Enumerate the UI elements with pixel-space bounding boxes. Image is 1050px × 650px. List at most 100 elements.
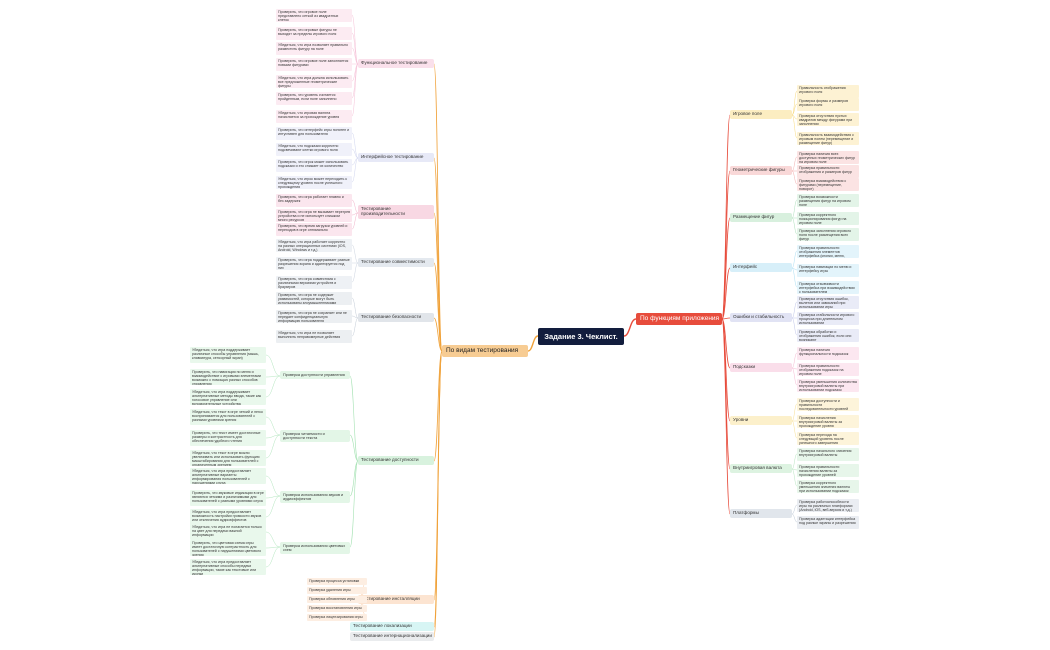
app-function-node[interactable]: Внутриигровая валюта <box>730 464 792 473</box>
connector <box>351 63 359 117</box>
app-function-node[interactable]: Уровни <box>730 416 792 425</box>
checklist-item[interactable]: Проверка заполнения игрового поля после … <box>797 227 859 241</box>
app-function-node[interactable]: Геометрические фигуры <box>730 166 792 175</box>
checklist-item[interactable]: Проверить, что игра поддерживает разные … <box>276 256 352 270</box>
checklist-item[interactable]: Проверка обработки и отображения ошибок,… <box>797 328 859 342</box>
checklist-item[interactable]: Проверить, что уровень считается пройден… <box>276 91 352 105</box>
checklist-item[interactable]: Правильность взаимодействия с игровым по… <box>797 131 859 145</box>
checklist-item[interactable]: Убедиться, что игра позволяет правильно … <box>276 41 352 55</box>
checklist-item[interactable]: Проверка стабильности игрового процесса … <box>797 311 859 325</box>
checklist-item[interactable]: Проверка отзывчивости интерфейса при вза… <box>797 280 859 294</box>
checklist-item[interactable]: Проверка возможности размещения фигур на… <box>797 193 859 207</box>
app-function-node[interactable]: Платформы <box>730 509 792 518</box>
checklist-item[interactable]: Проверка отсутствия пустых квадратов меж… <box>797 112 859 126</box>
checklist-item[interactable]: Проверка начального значения внутриигров… <box>797 447 859 461</box>
checklist-item[interactable]: Проверка отсутствия ошибок, вылетов или … <box>797 295 859 309</box>
connector <box>351 212 359 230</box>
checklist-item[interactable]: Проверка обновления игры <box>307 595 367 603</box>
checklist-item[interactable]: Проверить, что текст имеет достаточные р… <box>190 430 266 446</box>
checklist-item[interactable]: Убедиться, что текст в игре можно увелич… <box>190 450 266 466</box>
checklist-item[interactable]: Убедиться, что игрок может переходить к … <box>276 175 352 189</box>
checklist-item[interactable]: Проверка уменьшения количества внутриигр… <box>797 378 859 392</box>
testing-type-node[interactable]: Тестирование доступности <box>358 456 434 465</box>
checklist-item[interactable]: Проверить, что игра работает плавно и бе… <box>276 193 352 207</box>
checklist-item[interactable]: Проверка правильности начисления валюты … <box>797 463 859 477</box>
accessibility-subgroup[interactable]: Проверка читаемости и доступности текста <box>280 430 350 442</box>
checklist-item[interactable]: Убедиться, что игра поддерживает различн… <box>190 347 266 363</box>
checklist-item[interactable]: Убедиться, что игра работает корректно н… <box>276 238 352 252</box>
accessibility-subgroup[interactable]: Проверка использования цветовых схем <box>280 542 350 554</box>
connector <box>721 318 731 369</box>
testing-type-node[interactable]: Тестирование производительности <box>358 205 434 219</box>
checklist-item[interactable]: Убедиться, что игра должна использовать … <box>276 74 352 88</box>
testing-type-node[interactable]: Тестирование инсталляции <box>358 595 434 604</box>
checklist-item[interactable]: Проверка начисления внутриигровой валюты… <box>797 414 859 428</box>
checklist-item[interactable]: Убедиться, что подсказки корректно подсв… <box>276 142 352 156</box>
checklist-item[interactable]: Проверка перехода на следующий уровень п… <box>797 431 859 445</box>
connector <box>721 318 731 470</box>
connector <box>791 114 798 139</box>
checklist-item[interactable]: Проверить, что интерфейс игры понятен и … <box>276 126 352 140</box>
app-function-node[interactable]: Подсказки <box>730 363 792 372</box>
app-function-node[interactable]: Интерфейс <box>730 263 792 272</box>
checklist-item[interactable]: Убедиться, что игра поддерживает альтерн… <box>190 389 266 405</box>
testing-type-node[interactable]: Тестирование локализации <box>350 622 434 631</box>
checklist-item[interactable]: Проверка корректного позиционирования фи… <box>797 211 859 225</box>
app-function-node[interactable]: Игровое поле <box>730 110 792 119</box>
checklist-item[interactable]: Проверка навигации по меню и интерфейсу … <box>797 263 859 277</box>
checklist-item[interactable]: Проверить, что цветовая схема игры имеет… <box>190 540 266 556</box>
app-function-node[interactable]: Размещение фигур <box>730 213 792 222</box>
mindmap-root[interactable]: Задание 3. Чеклист. <box>538 328 624 345</box>
checklist-item[interactable]: Правильность отображения игрового поля <box>797 84 859 98</box>
testing-type-node[interactable]: Тестирование интернационализации <box>350 632 434 641</box>
testing-type-node[interactable]: Интерфейсное тестирование <box>358 153 434 162</box>
checklist-item[interactable]: Проверить, что игра не содержит уязвимос… <box>276 291 352 305</box>
testing-type-node[interactable]: Тестирование совместимости <box>358 258 434 267</box>
checklist-item[interactable]: Проверка удаления игры <box>307 586 367 594</box>
checklist-item[interactable]: Проверить, что игра не сохраняет или не … <box>276 309 352 323</box>
connector <box>265 495 281 499</box>
checklist-item[interactable]: Убедиться, что игра не позволяет выполни… <box>276 329 352 343</box>
checklist-item[interactable]: Проверка наличия функциональности подска… <box>797 346 859 360</box>
checklist-item[interactable]: Убедиться, что игра предоставляет альтер… <box>190 559 266 575</box>
app-function-node[interactable]: Ошибки и стабильность <box>730 313 792 322</box>
checklist-item[interactable]: Проверка взаимодействия с фигурами (пере… <box>797 177 859 191</box>
testing-type-node[interactable]: Тестирование безопасности <box>358 313 434 322</box>
checklist-item[interactable]: Проверка процесса установки <box>307 577 367 585</box>
checklist-item[interactable]: Проверить, что игровое поле заполняется … <box>276 57 352 71</box>
checklist-item[interactable]: Проверить, что время загрузки уровней и … <box>276 222 352 236</box>
checklist-item[interactable]: Проверить, что игра не вызывает перегрев… <box>276 208 352 222</box>
checklist-item[interactable]: Убедиться, что текст в игре четкий и лег… <box>190 409 266 425</box>
connector <box>791 317 798 336</box>
checklist-item[interactable]: Проверка доступности и правильности посл… <box>797 397 859 411</box>
checklist-item[interactable]: Проверить, что навигация по меню и взаим… <box>190 369 266 385</box>
branch-by-testing-types[interactable]: По видам тестирования <box>442 345 528 357</box>
checklist-item[interactable]: Проверить, что игровые фигуры не выходят… <box>276 26 352 40</box>
accessibility-subgroup[interactable]: Проверка использования звуков и аудиоэфф… <box>280 491 350 503</box>
checklist-item[interactable]: Проверка правильности отображения и разм… <box>797 164 859 178</box>
connector <box>351 157 359 183</box>
checklist-item[interactable]: Проверка корректного уменьшения значения… <box>797 479 859 493</box>
checklist-item[interactable]: Проверка наличия всех доступных геометри… <box>797 150 859 164</box>
checklist-item[interactable]: Убедиться, что игровая валюта начисляетс… <box>276 109 352 123</box>
checklist-item[interactable]: Проверить, что игрок может использовать … <box>276 158 352 172</box>
checklist-item[interactable]: Проверка правильности отображения подска… <box>797 362 859 376</box>
checklist-item[interactable]: Проверить, что игровое поле представлено… <box>276 8 352 22</box>
checklist-item[interactable]: Проверка правильности отображения элемен… <box>797 244 859 258</box>
checklist-item[interactable]: Проверка адаптации интерфейса под разные… <box>797 515 859 529</box>
connector <box>351 262 359 283</box>
checklist-item[interactable]: Убедиться, что игра предоставляет возмож… <box>190 509 266 525</box>
accessibility-subgroup[interactable]: Проверка доступности управления <box>280 371 350 379</box>
connector <box>351 14 359 65</box>
checklist-item[interactable]: Проверка восстановления игры <box>307 604 367 612</box>
checklist-item[interactable]: Проверка лицензирования игры <box>307 613 367 621</box>
checklist-item[interactable]: Проверить, что звуковые индикации в игре… <box>190 490 266 506</box>
checklist-item[interactable]: Проверка работоспособности игры на разли… <box>797 498 859 512</box>
checklist-item[interactable]: Убедиться, что игра не полагается только… <box>190 524 266 540</box>
checklist-item[interactable]: Убедиться, что игра предоставляет альтер… <box>190 468 266 484</box>
branch-by-app-functions[interactable]: По функциям приложения <box>636 313 722 325</box>
testing-type-node[interactable]: Функциональное тестирование <box>358 59 434 68</box>
checklist-item[interactable]: Проверка формы и размеров игрового поля <box>797 97 859 111</box>
checklist-item[interactable]: Проверить, что игра совместима с различн… <box>276 275 352 289</box>
